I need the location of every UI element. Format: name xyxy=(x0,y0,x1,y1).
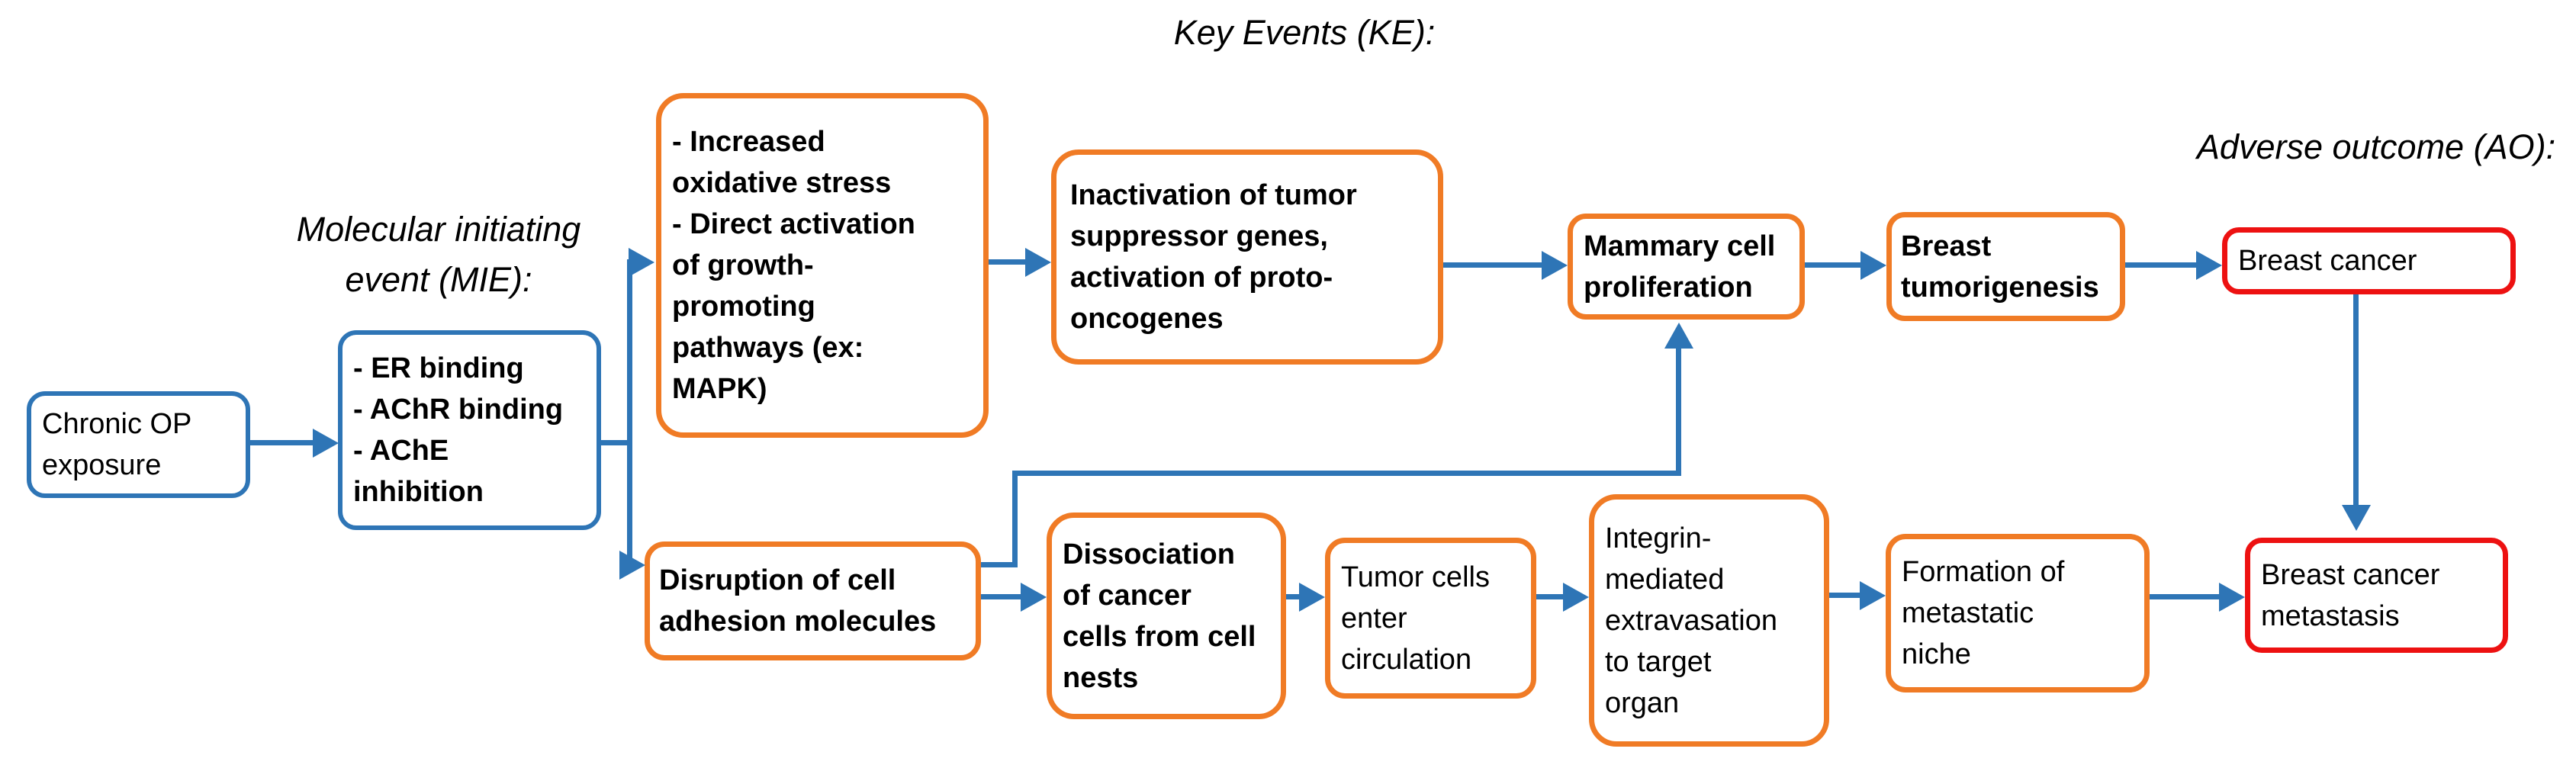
arrow-tumorigenesis-to-cancer-line xyxy=(2125,262,2198,268)
arrow-disruption-to-mammary-riser xyxy=(1012,471,1018,567)
node-oxidative-stress-text: - Increased oxidative stress - Direct ac… xyxy=(672,126,915,405)
node-integrin-extravasation: Integrin- mediated extravasation to targ… xyxy=(1589,494,1829,747)
arrow-disruption-to-mammary-vertical xyxy=(1676,345,1681,476)
arrow-oxstress-to-inactivation-line xyxy=(989,259,1028,265)
arrow-disruption-to-mammary-stub xyxy=(981,562,1018,567)
node-metastatic-niche: Formation of metastatic niche xyxy=(1886,534,2150,692)
node-integrin-extravasation-text: Integrin- mediated extravasation to targ… xyxy=(1605,522,1778,719)
node-cell-adhesion-disruption: Disruption of cell adhesion molecules xyxy=(645,541,981,660)
arrow-formation-to-metastasis-line xyxy=(2150,594,2223,599)
arrow-chronic-to-receptors-head xyxy=(313,429,339,458)
node-tumor-suppressor-inactivation: Inactivation of tumor suppressor genes, … xyxy=(1051,149,1443,365)
node-tumor-suppressor-inactivation-text: Inactivation of tumor suppressor genes, … xyxy=(1070,179,1357,335)
node-mammary-cell-proliferation-text: Mammary cell proliferation xyxy=(1584,230,1776,304)
node-chronic-op-exposure-text: Chronic OP exposure xyxy=(42,408,192,481)
arrow-inactivation-to-mammary-head xyxy=(1542,251,1568,280)
arrow-circulation-to-integrin-line xyxy=(1536,594,1567,599)
node-tumor-cells-circulation-text: Tumor cells enter circulation xyxy=(1341,561,1490,676)
arrow-integrin-to-formation-line xyxy=(1829,593,1864,598)
arrow-branch-to-disruption-head xyxy=(619,551,645,580)
arrow-dissociation-to-circulation-line xyxy=(1286,594,1303,599)
node-metastatic-niche-text: Formation of metastatic niche xyxy=(1902,556,2065,670)
node-cell-adhesion-disruption-text: Disruption of cell adhesion molecules xyxy=(659,564,937,638)
arrow-circulation-to-integrin-head xyxy=(1563,583,1589,612)
arrow-disruption-to-mammary-head xyxy=(1664,323,1693,349)
node-breast-cancer-metastasis: Breast cancer metastasis xyxy=(2245,538,2508,653)
arrow-disruption-to-dissociation-line xyxy=(981,594,1024,599)
node-er-achr-ache-text: - ER binding - AChR binding - AChE inhib… xyxy=(353,352,564,508)
node-oxidative-stress: - Increased oxidative stress - Direct ac… xyxy=(656,93,989,438)
arrow-chronic-to-receptors-line xyxy=(250,440,314,445)
node-er-achr-ache: - ER binding - AChR binding - AChE inhib… xyxy=(338,330,601,530)
arrow-receptors-branch-vertical xyxy=(627,259,632,567)
arrow-oxstress-to-inactivation-head xyxy=(1025,248,1051,277)
arrow-dissociation-to-circulation-head xyxy=(1299,583,1325,612)
arrow-disruption-to-mammary-crossline xyxy=(1012,471,1678,476)
arrow-tumorigenesis-to-cancer-head xyxy=(2196,251,2222,280)
arrow-branch-to-oxstress-head xyxy=(629,248,654,277)
arrow-cancer-to-metastasis-line xyxy=(2353,294,2359,506)
arrow-mammary-to-tumorigenesis-head xyxy=(1860,251,1886,280)
node-breast-cancer: Breast cancer xyxy=(2222,227,2516,294)
adverse-outcome-label: Adverse outcome (AO): xyxy=(2196,127,2556,166)
arrow-receptors-branch-stub xyxy=(601,440,632,445)
node-cancer-cell-dissociation: Dissociation of cancer cells from cell n… xyxy=(1047,513,1286,719)
node-tumor-cells-circulation: Tumor cells enter circulation xyxy=(1325,538,1536,699)
node-breast-cancer-metastasis-text: Breast cancer metastasis xyxy=(2261,558,2440,632)
arrow-inactivation-to-mammary-line xyxy=(1443,262,1544,268)
node-cancer-cell-dissociation-text: Dissociation of cancer cells from cell n… xyxy=(1063,538,1256,694)
key-events-label: Key Events (KE): xyxy=(1173,13,1436,52)
node-breast-cancer-text: Breast cancer xyxy=(2238,245,2417,277)
node-chronic-op-exposure: Chronic OP exposure xyxy=(27,391,250,498)
arrow-integrin-to-formation-head xyxy=(1860,581,1886,610)
arrow-cancer-to-metastasis-head xyxy=(2342,505,2371,531)
molecular-initiating-event-label: Molecular initiating event (MIE): xyxy=(296,210,581,299)
arrow-disruption-to-dissociation-head xyxy=(1021,583,1047,612)
arrow-formation-to-metastasis-head xyxy=(2219,583,2245,612)
arrow-mammary-to-tumorigenesis-line xyxy=(1805,262,1863,268)
node-mammary-cell-proliferation: Mammary cell proliferation xyxy=(1568,214,1805,320)
node-breast-tumorigenesis: Breast tumorigenesis xyxy=(1886,212,2125,321)
node-breast-tumorigenesis-text: Breast tumorigenesis xyxy=(1901,230,2099,304)
